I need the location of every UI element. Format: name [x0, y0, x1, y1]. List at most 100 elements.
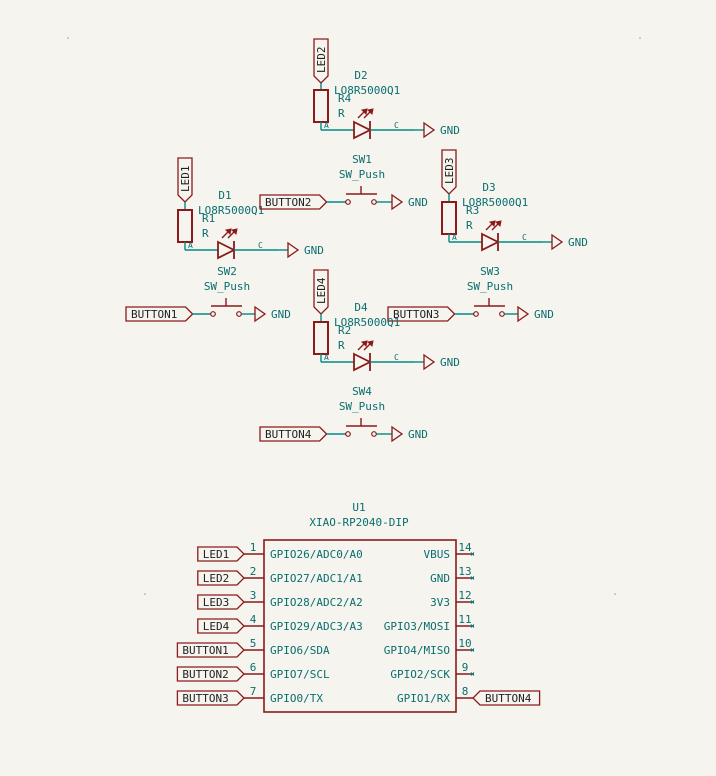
mcu-net-label-3-text: LED3 — [203, 596, 230, 609]
gnd-label: GND — [440, 124, 460, 137]
mcu-pin-name: GPIO27/ADC1/A1 — [270, 572, 363, 585]
mcu-pin-name: GPIO26/ADC0/A0 — [270, 548, 363, 561]
mcu-pin-name: 3V3 — [430, 596, 450, 609]
switch-contact — [371, 431, 377, 437]
mcu-net-label-6-frame — [176, 666, 245, 682]
mcu-net-label-4-frame — [197, 618, 245, 634]
mcu-pin-name: GPIO1/RX — [397, 692, 450, 705]
mcu-pin-number: 3 — [250, 589, 257, 602]
mcu-pin-number: 11 — [458, 613, 471, 626]
mcu-net-label-1-frame — [197, 546, 245, 562]
mcu-unconnected-mark — [470, 600, 475, 604]
resistor-ref-3: R3 — [466, 204, 479, 217]
resistor-ref-1: R1 — [202, 212, 215, 225]
mcu-pin-number: 2 — [250, 565, 257, 578]
mcu-pin-number: 7 — [250, 685, 257, 698]
mcu-ref: U1 — [352, 501, 365, 514]
mcu-unconnected-mark — [470, 552, 475, 556]
mcu-net-label-7-text: BUTTON3 — [182, 692, 228, 705]
mcu-pin-number: 9 — [462, 661, 469, 674]
mcu-pin-number: 10 — [458, 637, 471, 650]
button-net-label-3-text: BUTTON3 — [393, 308, 439, 321]
gnd-symbol — [391, 425, 404, 443]
emission-arrowhead — [360, 340, 368, 348]
diode-ref-2: D2 — [354, 69, 367, 82]
mcu-net-label-2-frame — [197, 570, 245, 586]
button-net-label-2-text: BUTTON2 — [265, 196, 311, 209]
switch-contact — [345, 199, 351, 205]
mcu-pin-name: VBUS — [424, 548, 451, 561]
resistor-body — [313, 321, 329, 355]
diode-symbol — [353, 352, 373, 372]
gnd-label: GND — [440, 356, 460, 369]
mcu-pin-name: GPIO28/ADC2/A2 — [270, 596, 363, 609]
grid-dot — [144, 593, 146, 595]
mcu-pin-name: GPIO29/ADC3/A3 — [270, 620, 363, 633]
grid-dot — [639, 37, 641, 39]
gnd-symbol — [423, 121, 436, 139]
mcu-pin-number: 14 — [458, 541, 472, 554]
gnd-symbol — [423, 353, 436, 371]
led-net-label-3-text: LED3 — [443, 158, 456, 185]
resistor-value-3: R — [466, 219, 473, 232]
mcu-net-label-1-text: LED1 — [203, 548, 230, 561]
switch-contact — [371, 199, 377, 205]
resistor-value-1: R — [202, 227, 209, 240]
mcu-pin-name: GPIO0/TX — [270, 692, 323, 705]
anode-pin-label: A — [324, 353, 329, 362]
gnd-label: GND — [534, 308, 554, 321]
mcu-unconnected-mark — [470, 648, 475, 652]
gnd-symbol — [254, 305, 267, 323]
gnd-label: GND — [568, 236, 588, 249]
emission-arrowhead — [494, 220, 502, 228]
cathode-pin-label: C — [522, 233, 527, 242]
mcu-pin-name: GND — [430, 572, 450, 585]
resistor-body — [441, 201, 457, 235]
button-net-label-1-text: BUTTON1 — [131, 308, 177, 321]
button-net-label-3-frame — [387, 306, 456, 322]
diode-ref-4: D4 — [354, 301, 368, 314]
cathode-pin-label: C — [394, 353, 399, 362]
mcu-pin-name: GPIO3/MOSI — [384, 620, 450, 633]
diode-symbol — [353, 120, 373, 140]
switch-contact — [345, 431, 351, 437]
mcu-net-label-5-text: BUTTON1 — [182, 644, 228, 657]
anode-pin-label: A — [188, 241, 193, 250]
resistor-value-4: R — [338, 339, 345, 352]
diode-value-4: LO8R5000Q1 — [334, 316, 400, 329]
gnd-symbol — [391, 193, 404, 211]
mcu-net-label-7-frame — [176, 690, 245, 706]
switch-4-ref: SW4 — [352, 385, 372, 398]
mcu-pin-name: GPIO7/SCL — [270, 668, 330, 681]
resistor-ref-4: R2 — [338, 324, 351, 337]
emission-arrowhead — [230, 228, 238, 236]
gnd-label: GND — [408, 196, 428, 209]
switch-1-ref: SW2 — [217, 265, 237, 278]
switch-3-ref: SW3 — [480, 265, 500, 278]
diode-value-2: LO8R5000Q1 — [334, 84, 400, 97]
gnd-symbol — [551, 233, 564, 251]
led-net-label-2-text: LED2 — [315, 47, 328, 74]
emission-arrowhead — [366, 340, 374, 348]
switch-1-value: SW_Push — [204, 280, 250, 293]
mcu-unconnected-mark — [470, 672, 475, 676]
led-net-label-2-frame — [313, 38, 329, 84]
diode-ref-1: D1 — [218, 189, 231, 202]
gnd-label: GND — [304, 244, 324, 257]
mcu-net-label-6-text: BUTTON2 — [182, 668, 228, 681]
gnd-symbol — [517, 305, 530, 323]
led-net-label-3-frame — [441, 149, 457, 195]
mcu-unconnected-mark — [470, 576, 475, 580]
mcu-pin-number: 13 — [458, 565, 471, 578]
button-net-label-2-frame — [259, 194, 328, 210]
cathode-pin-label: C — [258, 241, 263, 250]
mcu-pin-number: 6 — [250, 661, 257, 674]
diode-ref-3: D3 — [482, 181, 495, 194]
